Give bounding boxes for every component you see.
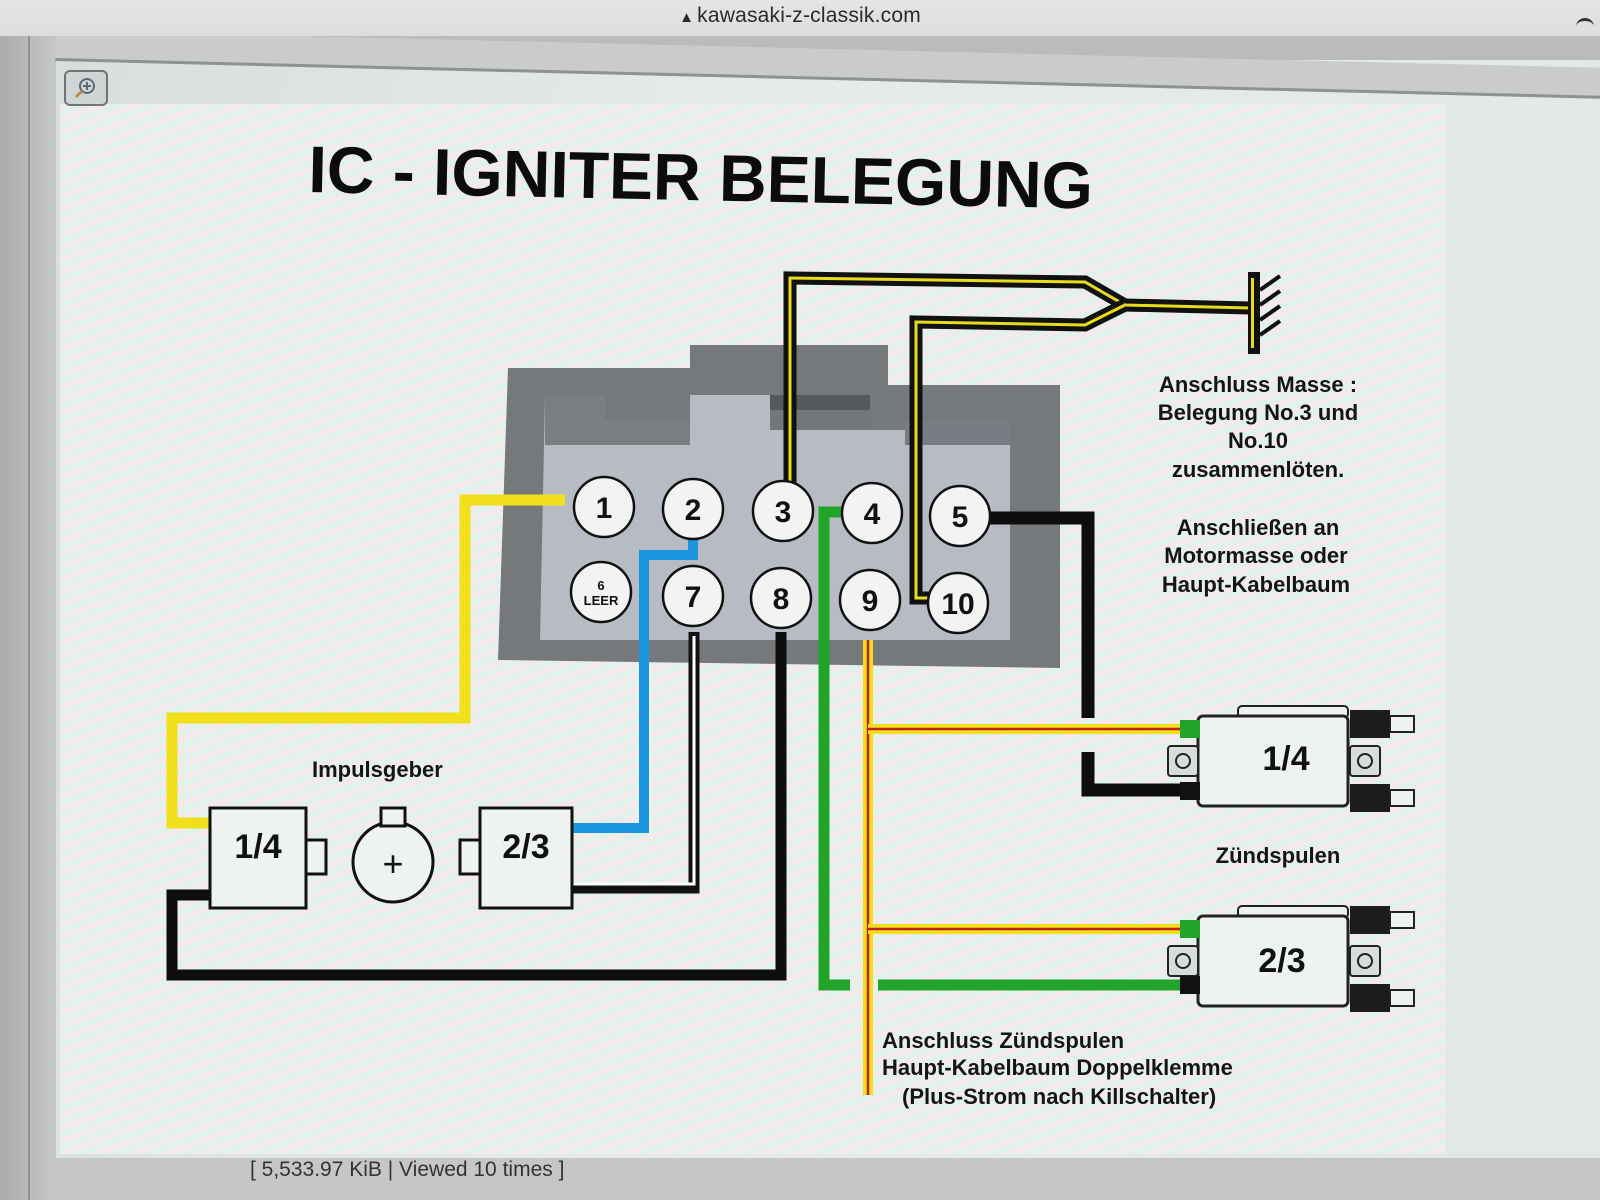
wire-pin4-green [818, 506, 850, 991]
ground-symbol-icon [1248, 272, 1282, 354]
pin-8: 8 [749, 566, 813, 630]
footer-bar [56, 1158, 1600, 1200]
coil-2-3: 2/3 [1167, 905, 1415, 1012]
wifi-icon [1576, 18, 1594, 35]
pin-7: 7 [661, 564, 725, 628]
rotor-symbol: + [382, 843, 403, 884]
note-line: Haupt-Kabelbaum [1162, 572, 1350, 597]
coil-1-4: 1/4 [1167, 705, 1415, 812]
pulser-assembly: Impulsgeber 1/4 + 2/3 [208, 757, 574, 910]
wire-pin10-stripe [914, 303, 1126, 600]
note-line: No.10 [1228, 428, 1288, 453]
pin-9: 9 [838, 568, 902, 632]
power-note: Anschluss Zündspulen Haupt-Kabelbaum Dop… [882, 1028, 1233, 1109]
note-line: Anschließen an [1177, 515, 1340, 540]
ground-note: Anschluss Masse : Belegung No.3 und No.1… [1158, 372, 1358, 597]
pin-sublabel: LEER [584, 593, 619, 608]
left-rail [0, 0, 56, 1200]
coil-label: 1/4 [1262, 740, 1309, 778]
note-line: Anschluss Zündspulen [882, 1028, 1124, 1053]
pin-label: 3 [775, 496, 792, 529]
url-text: kawasaki-z-classik.com [697, 4, 921, 27]
note-line: (Plus-Strom nach Killschalter) [902, 1084, 1216, 1109]
pulser-unit-2-3: 2/3 [458, 806, 574, 910]
wire-pin7-stripe [572, 636, 696, 886]
browser-address-bar: ▲kawasaki-z-classik.com [0, 0, 1600, 36]
wire-pin1-yellow [166, 494, 565, 829]
lock-icon: ▲ [679, 9, 695, 26]
pin-1: 1 [572, 475, 636, 539]
pulser-unit-label: 1/4 [234, 828, 281, 866]
pulser-rotor-icon: + [351, 806, 435, 904]
wire-coil14-black [1081, 752, 1180, 797]
coils-label: Zündspulen [1216, 843, 1341, 868]
pin-4: 4 [840, 481, 904, 545]
note-line: Anschluss Masse : [1159, 372, 1357, 397]
pin-label: 2 [685, 494, 702, 527]
rail-divider [28, 0, 30, 1200]
coil-label: 2/3 [1258, 942, 1305, 980]
pulser-label: Impulsgeber [312, 757, 443, 782]
pin-5: 5 [928, 484, 992, 548]
pin-label: 4 [864, 498, 881, 531]
zoom-in-icon [74, 78, 95, 99]
diagram-title: IC - IGNITER BELEGUNG [308, 132, 1094, 222]
url-field[interactable]: ▲kawasaki-z-classik.com [0, 4, 1600, 28]
pulser-unit-1-4: 1/4 [208, 806, 328, 910]
pin-3: 3 [751, 479, 815, 543]
attachment-info: [ 5,533.97 KiB | Viewed 10 times ] [250, 1158, 565, 1181]
pin-10: 10 [926, 571, 990, 635]
wire-pin7-black-white [572, 632, 700, 894]
pin-label: 8 [773, 583, 790, 616]
wires [166, 271, 1251, 1095]
pin-label: 1 [596, 492, 613, 525]
pin-label: 9 [862, 585, 879, 618]
pin-label: 10 [941, 588, 974, 621]
pulser-unit-label: 2/3 [502, 828, 549, 866]
note-line: Haupt-Kabelbaum Doppelklemme [882, 1055, 1233, 1080]
wire-pin5-black [990, 511, 1095, 718]
note-line: Motormasse oder [1164, 543, 1348, 568]
pin-label: 7 [685, 581, 702, 614]
wire-pin8-black [166, 632, 787, 981]
pin-2: 2 [661, 477, 725, 541]
zoom-in-button[interactable] [64, 70, 108, 106]
note-line: Belegung No.3 und [1158, 400, 1358, 425]
pin-label: 6 [597, 578, 604, 593]
wire-pin3-stripe [788, 276, 1251, 485]
note-line: zusammenlöten. [1172, 457, 1344, 482]
ignition-coils: 1/4 Zündspulen 2/3 [1167, 705, 1415, 1012]
wire-pin2-blue [572, 538, 698, 833]
pin-label: 5 [952, 501, 969, 534]
